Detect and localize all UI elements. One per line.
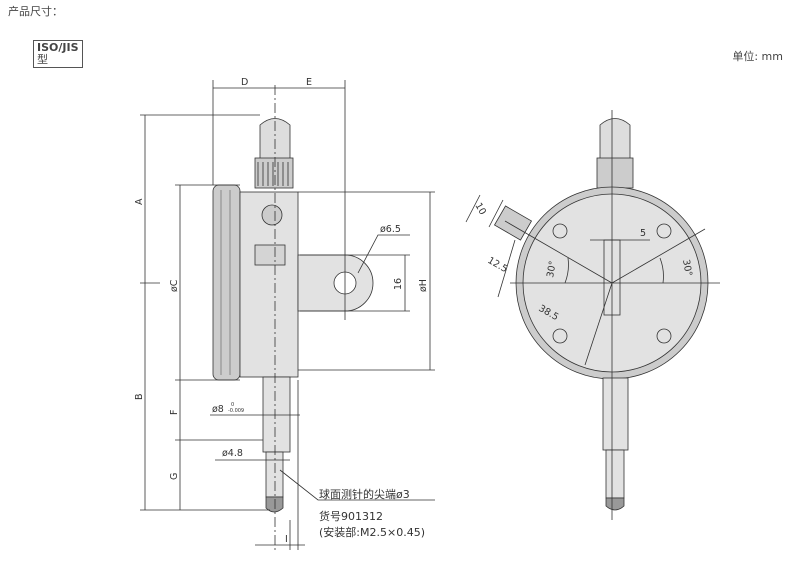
side-view: D E A B øC F G ø6.5 16 øH ø8 0 -0.009 ø4… xyxy=(134,77,435,550)
dim-f: F xyxy=(169,410,180,415)
section-title: 产品尺寸： xyxy=(8,5,63,18)
angle-left: 30° xyxy=(545,260,559,278)
dim-a: A xyxy=(134,198,145,205)
dim-stem: ø8 xyxy=(212,404,224,415)
dim-stem-tol-upper: 0 xyxy=(231,402,234,408)
dim-e: E xyxy=(306,77,312,88)
dim-g: G xyxy=(169,473,180,480)
dim-d: D xyxy=(241,77,248,88)
dim-10: 10 xyxy=(472,201,488,217)
dim-c: øC xyxy=(169,279,180,292)
dim-hole: ø6.5 xyxy=(380,224,401,235)
dim-lug: 16 xyxy=(393,278,404,290)
dim-stem-tol-lower: -0.009 xyxy=(228,408,244,414)
dim-spindle: ø4.8 xyxy=(222,448,243,459)
note-tip: 球面测针的尖端ø3 xyxy=(319,487,410,501)
angle-right: 30° xyxy=(680,259,694,277)
front-view: 10 12.5 5 30° 30° 38.5 xyxy=(465,110,720,520)
dim-b: B xyxy=(134,393,145,400)
dim-i: I xyxy=(285,534,288,545)
badge-line2: 型 xyxy=(37,53,48,66)
unit-label: 单位: mm xyxy=(732,50,783,63)
dim-5: 5 xyxy=(640,228,646,239)
dim-h: øH xyxy=(418,279,429,292)
note-part-number: 货号901312 xyxy=(319,509,383,523)
badge-line1: ISO/JIS xyxy=(37,41,79,54)
note-mount: (安装部:M2.5×0.45) xyxy=(319,525,425,539)
